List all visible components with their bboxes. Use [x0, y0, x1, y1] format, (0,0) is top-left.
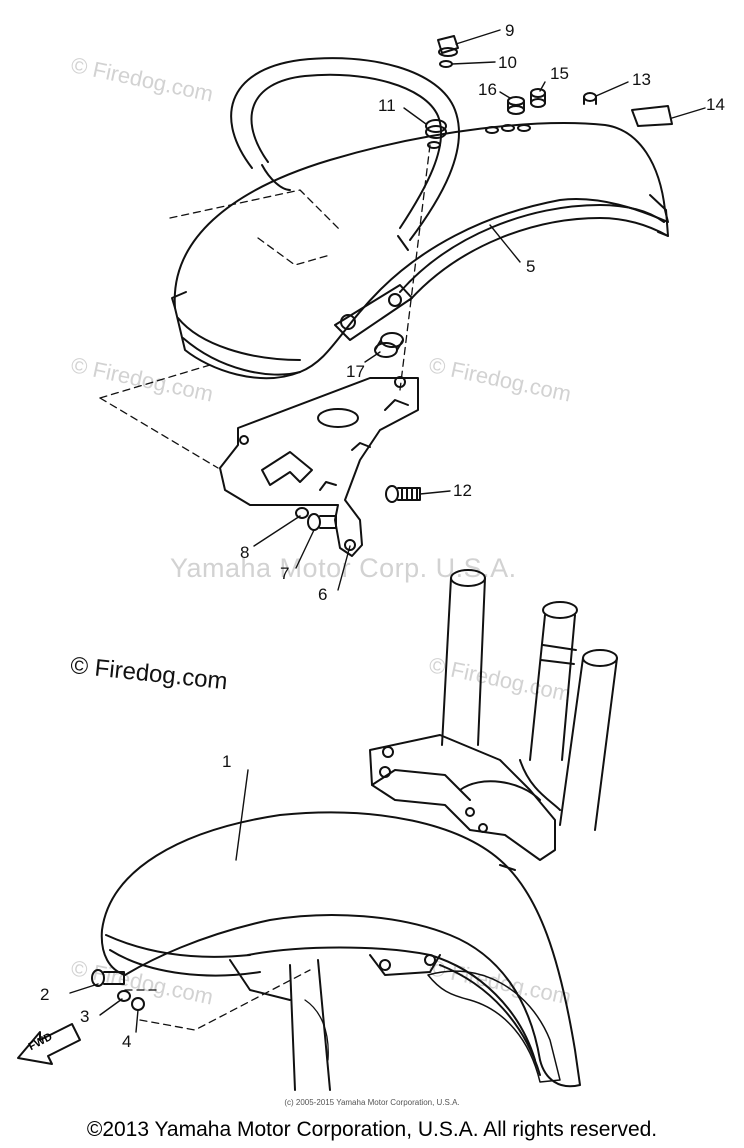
- callout-13: 13: [632, 70, 651, 89]
- callout-6: 6: [318, 585, 328, 604]
- washer-4: [131, 997, 145, 1011]
- reflector-14: [631, 105, 673, 127]
- front-fender: [100, 811, 581, 1091]
- grommet-15: [530, 88, 546, 108]
- callout-12: 12: [453, 481, 472, 500]
- bolt-7: [307, 513, 337, 531]
- callout-4: 4: [122, 1032, 132, 1051]
- fine-print: (c) 2005-2015 Yamaha Motor Corporation, …: [284, 1098, 460, 1107]
- callout-2: 2: [40, 985, 50, 1004]
- callout-5: 5: [526, 257, 536, 276]
- callout-15: 15: [550, 64, 569, 83]
- damper-11: [425, 119, 447, 149]
- washer-10: [439, 60, 453, 68]
- callout-14: 14: [706, 95, 725, 114]
- callout-10: 10: [498, 53, 517, 72]
- callout-9: 9: [505, 21, 515, 40]
- callout-16: 16: [478, 80, 497, 99]
- forward-arrow-icon: [17, 1023, 81, 1065]
- copyright-footer: ©2013 Yamaha Motor Corporation, U.S.A. A…: [86, 1118, 658, 1141]
- callout-11: 11: [378, 96, 396, 115]
- bolt-2: [91, 969, 125, 987]
- fender-bracket: [219, 376, 419, 557]
- rear-fender: [99, 57, 669, 469]
- washer-3: [117, 990, 131, 1002]
- washer-8: [295, 507, 309, 519]
- fork-assembly: [369, 569, 618, 861]
- callout-7: 7: [280, 564, 290, 583]
- grommet-16: [507, 96, 525, 115]
- collar-17: [374, 332, 404, 358]
- plug-13: [583, 92, 597, 105]
- callout-8: 8: [240, 543, 250, 562]
- callout-3: 3: [80, 1007, 90, 1026]
- bolt-12: [385, 485, 421, 503]
- leader-lines: [69, 29, 706, 1033]
- cap-nut-9: [437, 35, 459, 57]
- callout-1: 1: [222, 752, 232, 771]
- callout-17: 17: [346, 362, 365, 381]
- watermark-yamaha: Yamaha Motor Corp. U.S.A.: [170, 553, 517, 583]
